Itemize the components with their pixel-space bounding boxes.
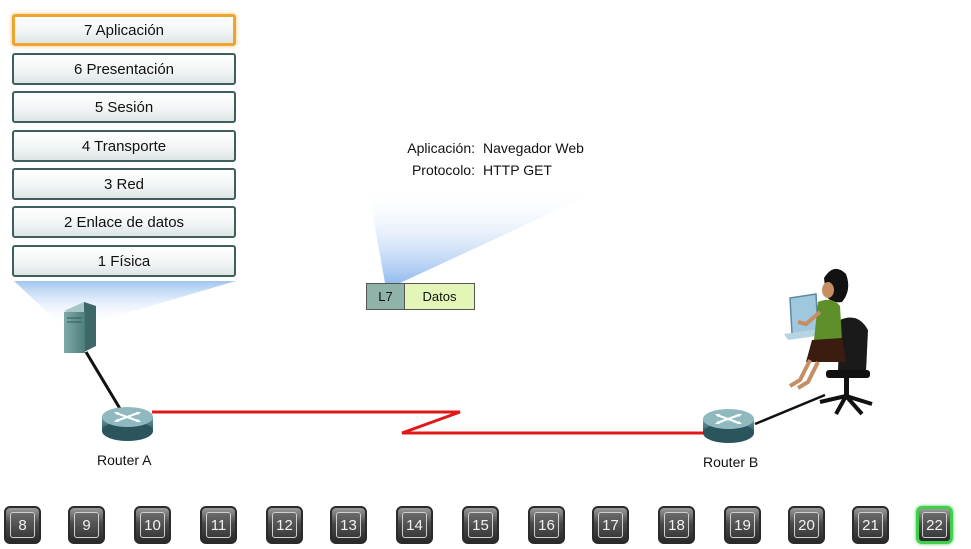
cable-server-router-a [84, 351, 124, 413]
step-button-11[interactable]: 11 [200, 506, 237, 544]
step-button-label: 13 [336, 512, 361, 538]
step-button-18[interactable]: 18 [658, 506, 695, 544]
step-button-label: 16 [534, 512, 559, 538]
pdu-info: Aplicación: Navegador Web Protocolo: HTT… [370, 140, 630, 184]
step-button-21[interactable]: 21 [852, 506, 889, 544]
step-button-label: 14 [402, 512, 427, 538]
router-a-icon [102, 407, 153, 441]
step-button-label: 20 [794, 512, 819, 538]
router-a-label: Router A [97, 452, 152, 468]
user-at-computer-icon [784, 268, 873, 416]
router-b-label: Router B [703, 454, 759, 470]
step-button-label: 22 [922, 512, 947, 538]
step-button-label: 12 [272, 512, 297, 538]
beam-pdu-to-info [368, 188, 605, 283]
wan-link [152, 410, 710, 435]
osi-layer-7[interactable]: 7 Aplicación [12, 14, 236, 46]
step-button-label: 19 [730, 512, 755, 538]
step-button-label: 18 [664, 512, 689, 538]
step-button-label: 8 [10, 512, 35, 538]
step-button-19[interactable]: 19 [724, 506, 761, 544]
pdu-packet: L7 Datos [366, 283, 475, 310]
step-button-label: 9 [74, 512, 99, 538]
router-b-icon [703, 409, 754, 443]
pdu-data: Datos [405, 283, 475, 310]
protocol-value: HTTP GET [483, 162, 552, 178]
step-button-9[interactable]: 9 [68, 506, 105, 544]
step-button-17[interactable]: 17 [592, 506, 629, 544]
step-button-10[interactable]: 10 [134, 506, 171, 544]
beam-layers-to-server [14, 281, 236, 326]
step-button-label: 10 [140, 512, 165, 538]
osi-layer-4[interactable]: 4 Transporte [12, 130, 236, 162]
osi-layer-2[interactable]: 2 Enlace de datos [12, 206, 236, 238]
step-button-14[interactable]: 14 [396, 506, 433, 544]
protocol-label: Protocolo: [411, 162, 475, 178]
step-button-label: 15 [468, 512, 493, 538]
step-button-15[interactable]: 15 [462, 506, 499, 544]
step-button-20[interactable]: 20 [788, 506, 825, 544]
step-button-label: 21 [858, 512, 883, 538]
step-button-12[interactable]: 12 [266, 506, 303, 544]
step-button-16[interactable]: 16 [528, 506, 565, 544]
osi-layer-5[interactable]: 5 Sesión [12, 91, 236, 123]
osi-layer-1[interactable]: 1 Física [12, 245, 236, 277]
step-button-label: 17 [598, 512, 623, 538]
osi-layer-3[interactable]: 3 Red [12, 168, 236, 200]
step-button-22[interactable]: 22 [916, 506, 953, 544]
cable-router-b-pc [754, 393, 826, 426]
step-button-13[interactable]: 13 [330, 506, 367, 544]
application-value: Navegador Web [483, 140, 584, 156]
step-button-label: 11 [206, 512, 231, 538]
server-icon [64, 302, 96, 353]
application-label: Aplicación: [407, 140, 475, 156]
step-button-8[interactable]: 8 [4, 506, 41, 544]
osi-layer-6[interactable]: 6 Presentación [12, 53, 236, 85]
pdu-header-l7: L7 [366, 283, 405, 310]
